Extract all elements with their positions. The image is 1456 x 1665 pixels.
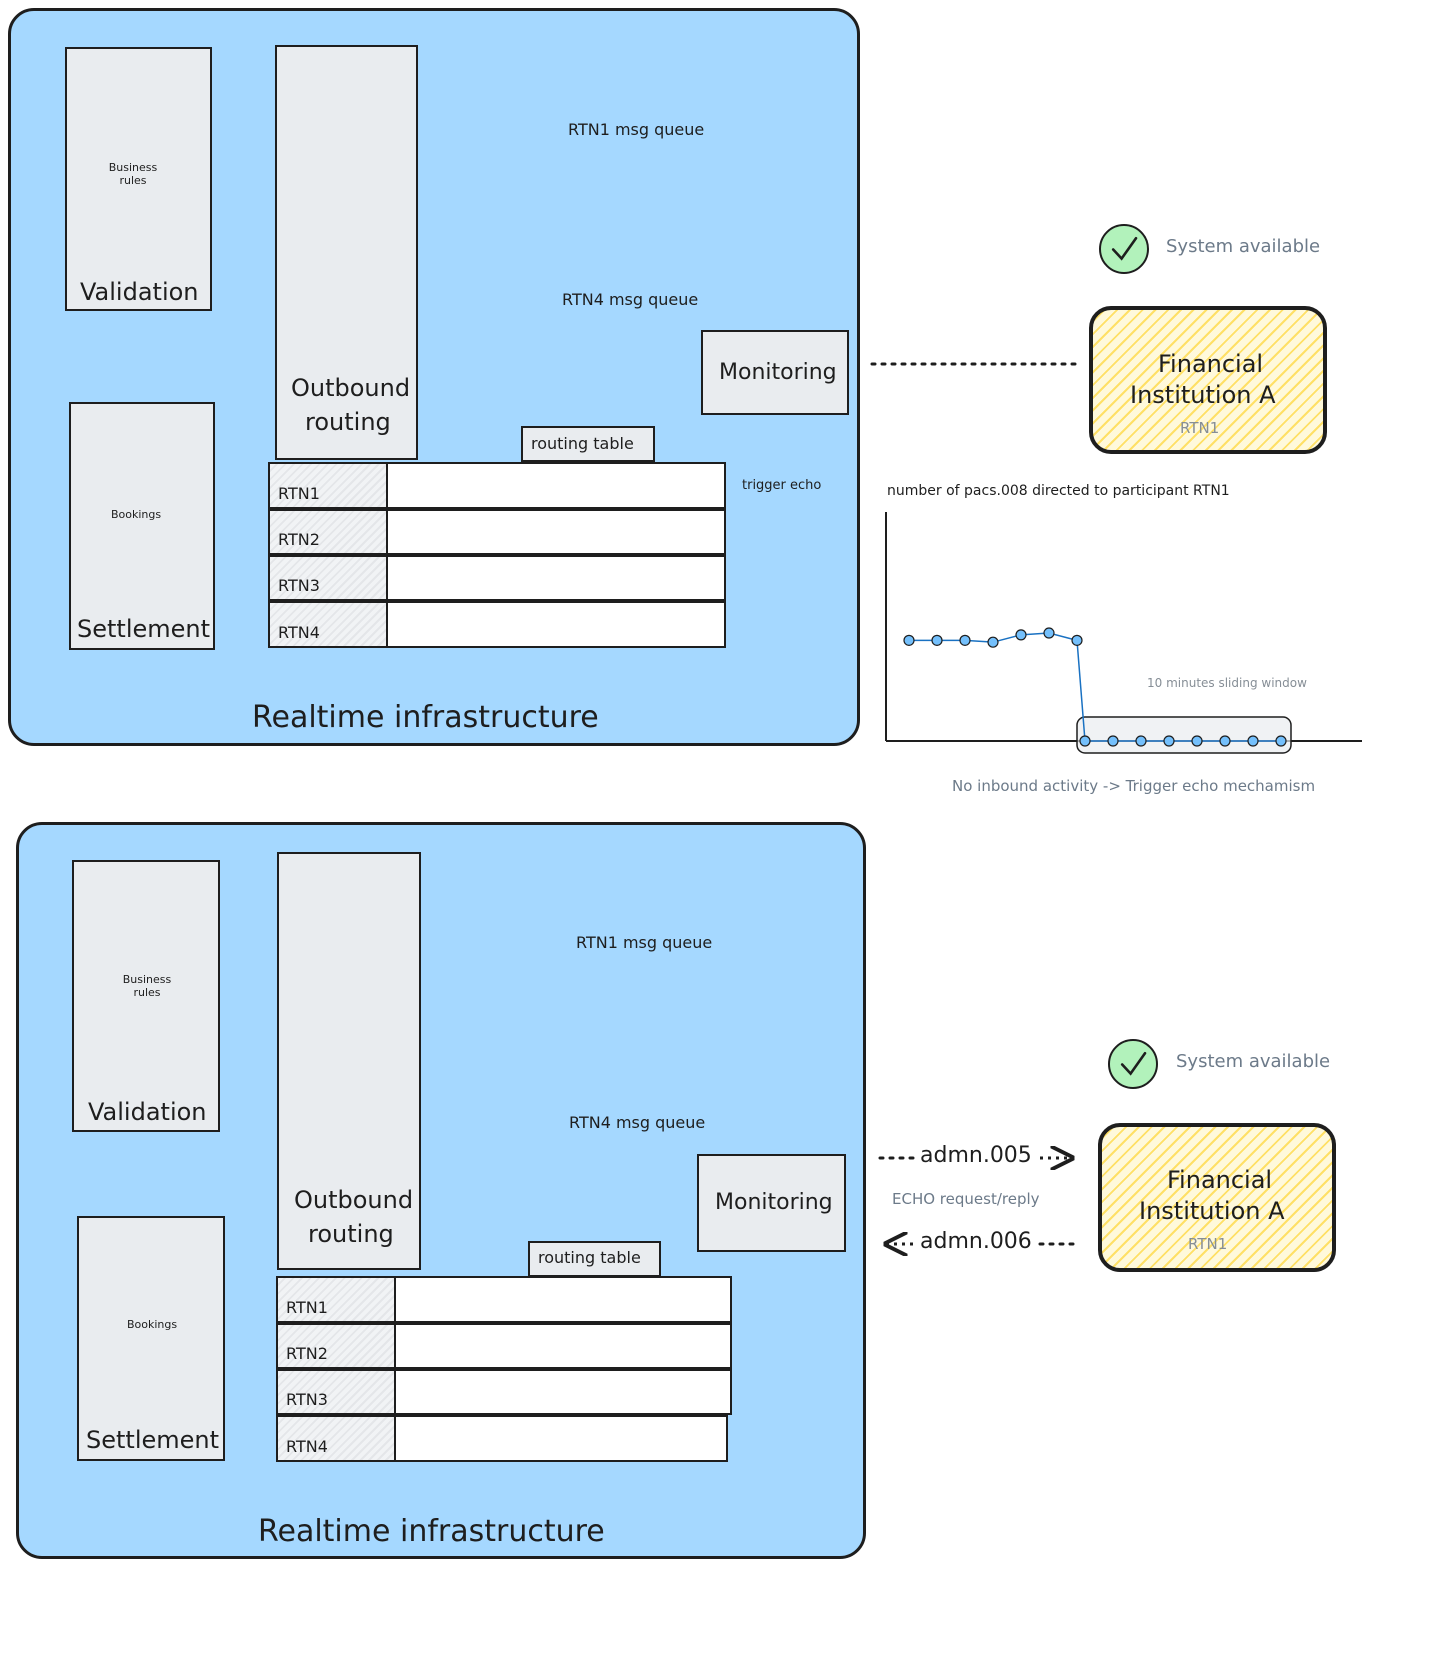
monitoring-box-bottom (697, 1154, 846, 1252)
chart-point (1015, 629, 1027, 641)
routing-row: RTN4 (268, 601, 726, 648)
chart-note: No inbound activity -> Trigger echo mech… (952, 777, 1316, 795)
routing-row: RTN4 (276, 1415, 728, 1462)
sliding-window-label: 10 minutes sliding window (1147, 676, 1307, 690)
rtn1-queue-label: RTN1 msg queue (568, 120, 705, 139)
routing-row: RTN1 (276, 1276, 732, 1323)
chart-point (959, 634, 971, 646)
rtn4-queue-label: RTN4 msg queue (562, 290, 699, 309)
validation-title: Validation (88, 1098, 207, 1126)
trigger-echo-label: trigger echo (742, 478, 822, 493)
chart-point (1107, 735, 1119, 747)
rtn4-queue-label: RTN4 msg queue (569, 1113, 706, 1132)
monitoring-box-top (701, 330, 849, 415)
settlement-title: Settlement (86, 1426, 220, 1454)
institution-name-line1: Financial (1167, 1166, 1273, 1194)
system-available-label-top: System available (1166, 236, 1321, 257)
monitoring-title: Monitoring (719, 360, 837, 385)
infrastructure-title-top: Realtime infrastructure (252, 700, 599, 735)
outbound-routing-title-line2: routing (305, 408, 391, 436)
institution-name-line2: Institution A (1130, 381, 1276, 409)
routing-key: RTN1 (278, 484, 320, 503)
echo-caption: ECHO request/reply (892, 1190, 1040, 1208)
routing-key: RTN3 (286, 1390, 328, 1409)
chart-point (1163, 735, 1175, 747)
check-circle-icon (1108, 1039, 1158, 1089)
chart-point (1219, 735, 1231, 747)
chart-point (1247, 735, 1259, 747)
chart-point (931, 634, 943, 646)
bookings-caption: Bookings (126, 1318, 178, 1331)
echo-reply-message: admn.006 (920, 1229, 1032, 1254)
institution-id: RTN1 (1188, 1235, 1228, 1253)
sliding-window-band (1076, 716, 1292, 754)
outbound-routing-title-line1: Outbound (291, 374, 411, 402)
chart-point (903, 634, 915, 646)
routing-row: RTN2 (268, 509, 726, 555)
routing-table-title: routing table (531, 434, 634, 453)
routing-key: RTN4 (286, 1437, 328, 1456)
validation-box-bottom (72, 860, 220, 1132)
chart-point (1079, 735, 1091, 747)
routing-key: RTN3 (278, 576, 320, 595)
routing-key: RTN2 (278, 530, 320, 549)
business-rules-caption: Business rules (108, 161, 158, 187)
validation-box-top (65, 47, 212, 311)
infrastructure-title-bottom: Realtime infrastructure (258, 1514, 605, 1549)
system-available-label-bottom: System available (1176, 1051, 1331, 1072)
echo-request-message: admn.005 (920, 1143, 1032, 1168)
routing-key: RTN4 (278, 623, 320, 642)
bookings-caption: Bookings (110, 508, 162, 521)
institution-name-line1: Financial (1158, 350, 1264, 378)
financial-institution-box-top (1089, 306, 1327, 454)
validation-title: Validation (80, 278, 199, 306)
outbound-routing-title-line2: routing (308, 1220, 394, 1248)
chart-title: number of pacs.008 directed to participa… (887, 483, 1230, 499)
monitoring-title: Monitoring (715, 1190, 833, 1215)
business-rules-caption: Business rules (122, 973, 172, 999)
institution-id: RTN1 (1180, 419, 1220, 437)
chart-point (987, 636, 999, 648)
settlement-title: Settlement (77, 615, 211, 643)
institution-name-line2: Institution A (1139, 1197, 1285, 1225)
routing-row: RTN1 (268, 462, 726, 509)
routing-key: RTN1 (286, 1298, 328, 1317)
outbound-routing-box-bottom (277, 852, 421, 1270)
routing-table-tab-top (521, 426, 655, 462)
chart-point (1043, 627, 1055, 639)
chart-point (1191, 735, 1203, 747)
settlement-box-top (69, 402, 215, 650)
routing-table-title: routing table (538, 1248, 641, 1267)
rtn1-queue-label: RTN1 msg queue (576, 933, 713, 952)
outbound-routing-box-top (275, 45, 418, 460)
chart-point (1275, 735, 1287, 747)
chart-point (1071, 634, 1083, 646)
chart-point (1135, 735, 1147, 747)
check-circle-icon (1099, 224, 1149, 274)
routing-key: RTN2 (286, 1344, 328, 1363)
financial-institution-box-bottom (1098, 1123, 1336, 1272)
routing-row: RTN3 (276, 1369, 732, 1415)
settlement-box-bottom (77, 1216, 225, 1461)
routing-row: RTN2 (276, 1323, 732, 1369)
routing-row: RTN3 (268, 555, 726, 601)
outbound-routing-title-line1: Outbound (294, 1186, 414, 1214)
